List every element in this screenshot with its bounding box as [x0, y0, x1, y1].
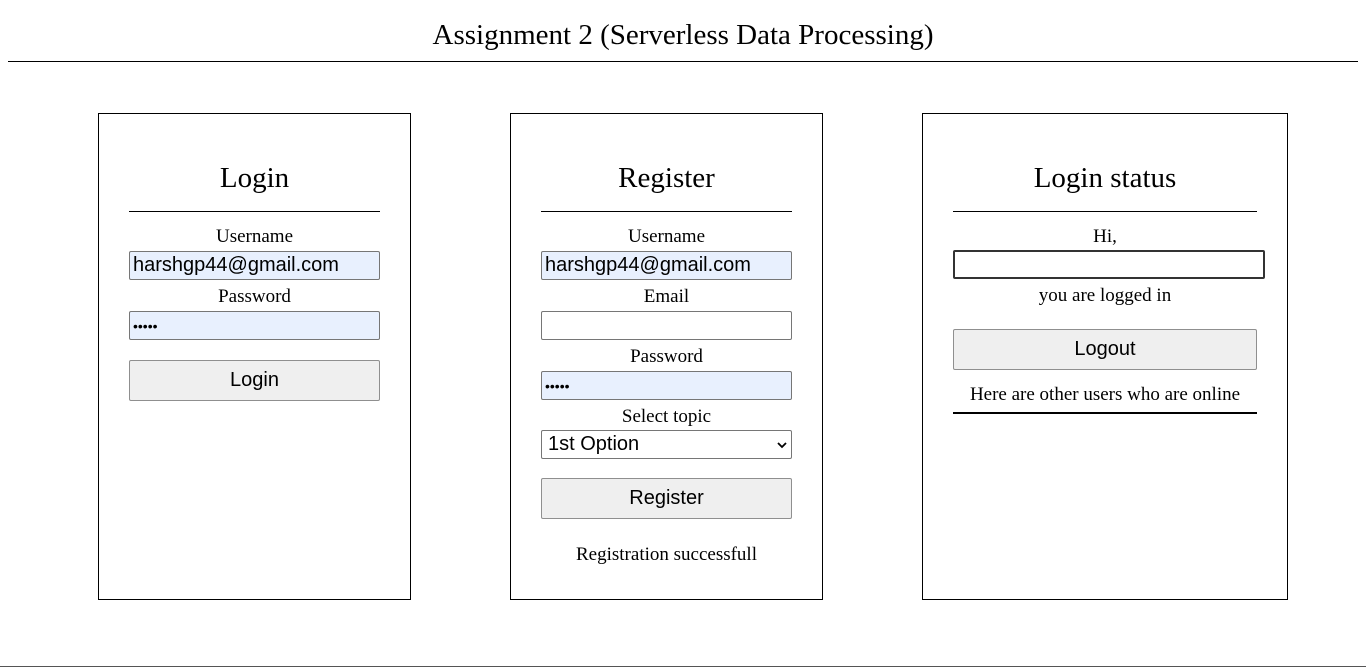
- register-button[interactable]: Register: [541, 478, 792, 519]
- register-username-label: Username: [627, 226, 706, 247]
- register-title: Register: [541, 159, 792, 212]
- register-status-message: Registration successfull: [576, 544, 757, 565]
- login-button[interactable]: Login: [129, 360, 380, 401]
- register-username-input[interactable]: [541, 251, 792, 280]
- login-status-title: Login status: [953, 159, 1257, 212]
- bottom-divider: [0, 666, 1366, 667]
- logged-in-text: you are logged in: [1038, 285, 1172, 306]
- register-password-label: Password: [630, 346, 703, 367]
- register-email-label: Email: [643, 286, 690, 307]
- register-password-input[interactable]: [541, 371, 792, 400]
- login-card: Login Username Password Login: [98, 113, 411, 600]
- online-users-heading: Here are other users who are online: [953, 384, 1257, 414]
- login-username-input[interactable]: [129, 251, 380, 280]
- page-title: Assignment 2 (Serverless Data Processing…: [432, 19, 934, 51]
- register-email-input[interactable]: [541, 311, 792, 340]
- register-card: Register Username Email Password Select …: [510, 113, 823, 600]
- login-password-label: Password: [218, 286, 291, 307]
- login-username-label: Username: [215, 226, 294, 247]
- login-title: Login: [129, 159, 380, 212]
- register-topic-selected: 1st Option: [548, 433, 640, 455]
- register-topic-label: Select topic: [621, 406, 712, 427]
- chevron-down-icon: [777, 442, 787, 449]
- greeting-label: Hi,: [1093, 226, 1117, 247]
- username-display-field[interactable]: [953, 250, 1265, 279]
- login-status-card: Login status Hi, you are logged in Logou…: [922, 113, 1288, 600]
- login-password-input[interactable]: [129, 311, 380, 340]
- logout-button[interactable]: Logout: [953, 329, 1257, 370]
- register-topic-select[interactable]: 1st Option: [541, 430, 792, 459]
- page-header: Assignment 2 (Serverless Data Processing…: [8, 0, 1358, 62]
